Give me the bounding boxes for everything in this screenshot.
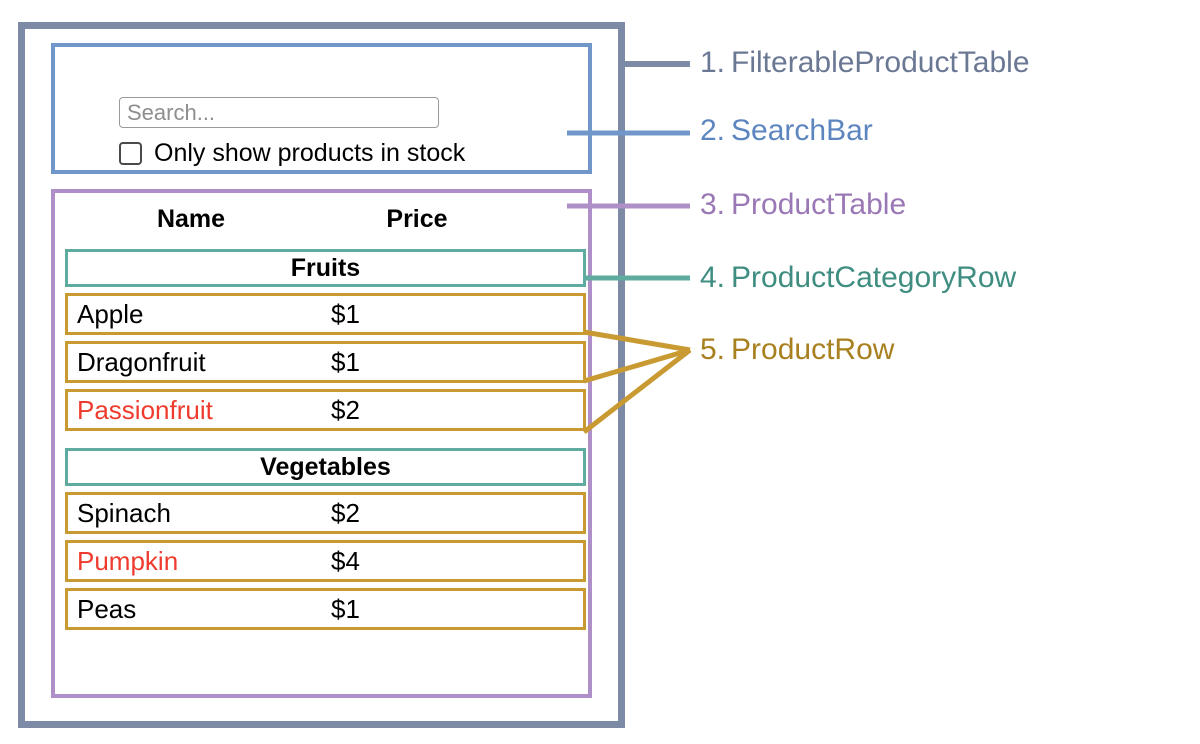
product-price: $1 <box>331 298 360 329</box>
search-input[interactable]: Search... <box>119 97 439 128</box>
product-name: Dragonfruit <box>77 346 206 377</box>
product-table-body: Fruits Apple $1 Dragonfruit $1 Passionfr… <box>65 249 586 636</box>
column-header-price: Price <box>386 205 448 233</box>
callout-label-filterable-product-table: 1.FilterableProductTable <box>700 48 1030 78</box>
callout-text: ProductRow <box>731 333 895 366</box>
product-name: Spinach <box>77 497 171 528</box>
product-price: $2 <box>331 394 360 425</box>
product-row[interactable]: Passionfruit $2 <box>65 389 586 431</box>
callout-number: 1. <box>700 46 726 79</box>
callout-text: ProductCategoryRow <box>731 261 1017 294</box>
callout-number: 2. <box>700 114 726 147</box>
in-stock-filter-row[interactable]: Only show products in stock <box>119 141 465 166</box>
product-price: $2 <box>331 497 360 528</box>
product-name: Passionfruit <box>77 394 213 425</box>
product-price: $1 <box>331 593 360 624</box>
product-row[interactable]: Pumpkin $4 <box>65 540 586 582</box>
callout-label-search-bar: 2.SearchBar <box>700 116 873 146</box>
product-category-row: Fruits <box>65 249 586 287</box>
callout-text: ProductTable <box>731 188 907 221</box>
product-name: Pumpkin <box>77 545 179 576</box>
callout-label-product-category-row: 4.ProductCategoryRow <box>700 263 1016 293</box>
in-stock-checkbox-label: Only show products in stock <box>154 139 466 167</box>
callout-text: FilterableProductTable <box>731 46 1030 79</box>
callout-label-product-table: 3.ProductTable <box>700 190 906 220</box>
column-header-name: Name <box>156 205 226 233</box>
in-stock-checkbox[interactable] <box>119 142 142 165</box>
callout-label-product-row: 5.ProductRow <box>700 335 894 365</box>
product-row[interactable]: Apple $1 <box>65 293 586 335</box>
callout-number: 5. <box>700 333 726 366</box>
product-row[interactable]: Dragonfruit $1 <box>65 341 586 383</box>
product-row[interactable]: Spinach $2 <box>65 492 586 534</box>
product-table-frame: Name Price Fruits Apple $1 Dragonfruit $… <box>51 189 592 698</box>
callout-number: 4. <box>700 261 726 294</box>
product-category-row: Vegetables <box>65 448 586 486</box>
callout-number: 3. <box>700 188 726 221</box>
search-bar-frame: Search... Only show products in stock <box>51 43 592 174</box>
callout-text: SearchBar <box>731 114 873 147</box>
product-price: $4 <box>331 545 360 576</box>
filterable-product-table-frame: Search... Only show products in stock Na… <box>18 22 625 728</box>
table-header-row: Name Price <box>55 205 588 239</box>
product-price: $1 <box>331 346 360 377</box>
product-name: Peas <box>77 593 137 624</box>
product-name: Apple <box>77 298 144 329</box>
product-row[interactable]: Peas $1 <box>65 588 586 630</box>
